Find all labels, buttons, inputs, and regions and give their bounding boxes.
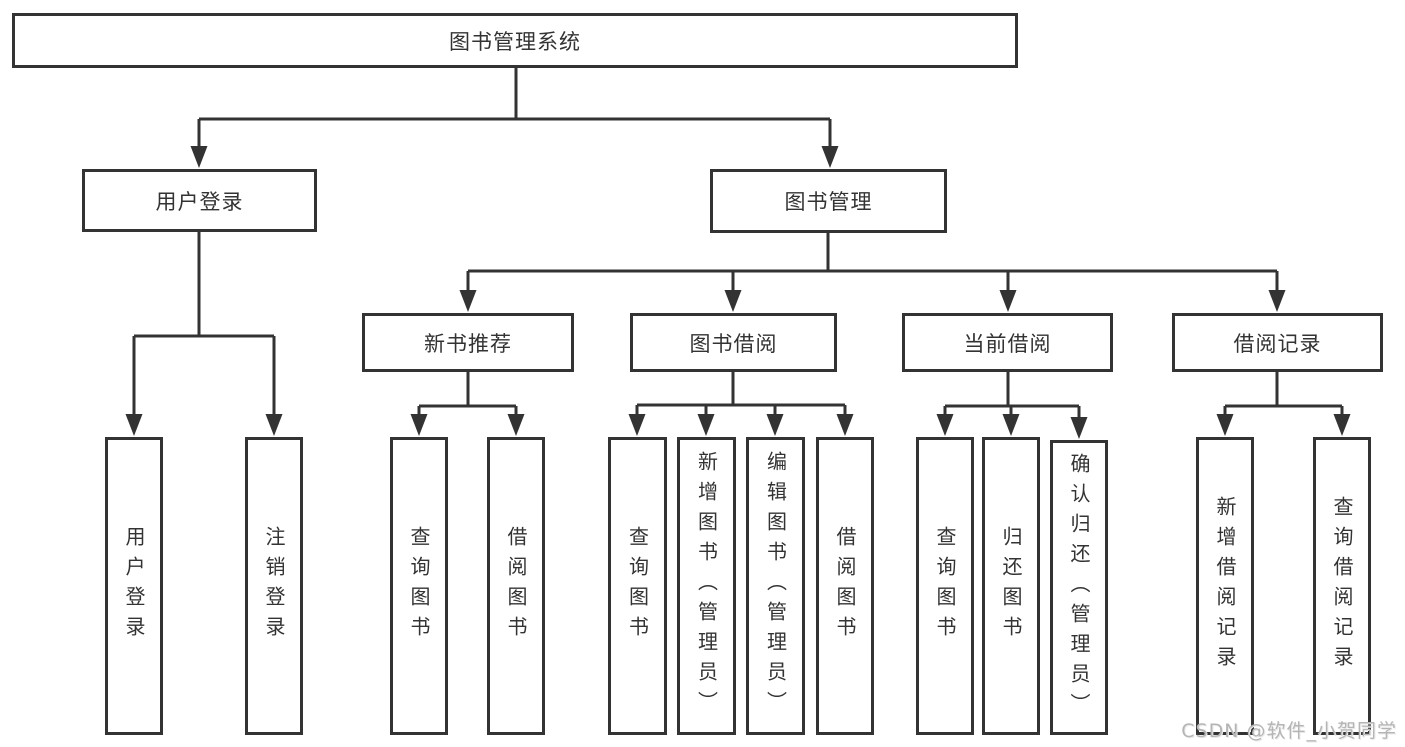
- node-new-book-recommendation: 新书推荐: [362, 313, 574, 372]
- node-label: 用户登录: [155, 189, 244, 214]
- node-leaf-query-borrow-record: 查询借阅记录: [1313, 437, 1371, 735]
- node-label: 注销登录: [262, 526, 286, 646]
- node-leaf-return-books: 归还图书: [982, 437, 1040, 735]
- node-label: 查询借阅记录: [1330, 496, 1354, 676]
- node-label: 借阅图书: [833, 526, 857, 646]
- node-leaf-query-books-1: 查询图书: [390, 437, 448, 735]
- node-library-management-system: 图书管理系统: [12, 13, 1018, 68]
- arrow-down-icon: [821, 146, 839, 168]
- arrow-down-icon: [766, 414, 784, 436]
- node-borrowing-records: 借阅记录: [1172, 313, 1383, 372]
- node-book-management-module: 图书管理: [710, 169, 947, 233]
- arrow-down-icon: [1216, 414, 1234, 436]
- arrow-down-icon: [265, 414, 283, 436]
- arrow-down-icon: [459, 290, 477, 312]
- arrow-down-icon: [410, 414, 428, 436]
- arrow-down-icon: [628, 414, 646, 436]
- node-leaf-user-login: 用户登录: [105, 437, 163, 735]
- node-label: 用户登录: [122, 526, 146, 646]
- node-book-borrowing: 图书借阅: [630, 313, 837, 372]
- node-label: 归还图书: [999, 526, 1023, 646]
- node-label: 图书管理: [784, 190, 873, 214]
- node-label: 编辑图书（管理员）: [763, 451, 788, 721]
- node-label: 图书借阅: [689, 331, 778, 356]
- node-label: 确认归还（管理员）: [1067, 452, 1091, 723]
- node-label: 查询图书: [933, 526, 957, 646]
- arrow-down-icon: [125, 414, 143, 436]
- tree-edges: [132, 68, 1344, 424]
- arrow-down-icon: [190, 146, 208, 168]
- node-leaf-add-books-admin: 新增图书（管理员）: [677, 437, 736, 735]
- arrowheads: [125, 146, 1351, 439]
- csdn-watermark: CSDN @软件_小贺同学: [1181, 720, 1397, 742]
- arrow-down-icon: [1333, 414, 1351, 436]
- node-leaf-logout: 注销登录: [245, 437, 303, 735]
- node-label: 新增图书（管理员）: [694, 451, 719, 721]
- node-label: 查询图书: [625, 526, 650, 646]
- node-label: 当前借阅: [963, 331, 1052, 356]
- node-label: 图书管理系统: [449, 29, 581, 54]
- node-label: 查询图书: [407, 526, 431, 646]
- node-user-login-module: 用户登录: [82, 169, 317, 232]
- node-current-borrowing: 当前借阅: [902, 313, 1113, 372]
- node-leaf-confirm-return-admin: 确认归还（管理员）: [1050, 440, 1108, 735]
- arrow-down-icon: [724, 290, 742, 312]
- arrow-down-icon: [1002, 414, 1020, 436]
- node-leaf-add-borrow-record: 新增借阅记录: [1196, 437, 1254, 735]
- node-label: 借阅图书: [504, 526, 528, 646]
- arrow-down-icon: [999, 290, 1017, 312]
- node-label: 新增借阅记录: [1213, 496, 1237, 676]
- node-leaf-edit-books-admin: 编辑图书（管理员）: [746, 437, 805, 735]
- arrow-down-icon: [1070, 417, 1088, 439]
- node-label: 新书推荐: [424, 331, 512, 356]
- node-leaf-borrow-books-2: 借阅图书: [816, 437, 874, 735]
- node-label: 借阅记录: [1233, 331, 1322, 356]
- arrow-down-icon: [836, 414, 854, 436]
- arrow-down-icon: [697, 414, 715, 436]
- arrow-down-icon: [936, 414, 954, 436]
- node-leaf-borrow-books-1: 借阅图书: [487, 437, 545, 735]
- node-leaf-query-books-3: 查询图书: [916, 437, 974, 735]
- arrow-down-icon: [507, 414, 525, 436]
- node-leaf-query-books-2: 查询图书: [608, 437, 667, 735]
- arrow-down-icon: [1268, 290, 1286, 312]
